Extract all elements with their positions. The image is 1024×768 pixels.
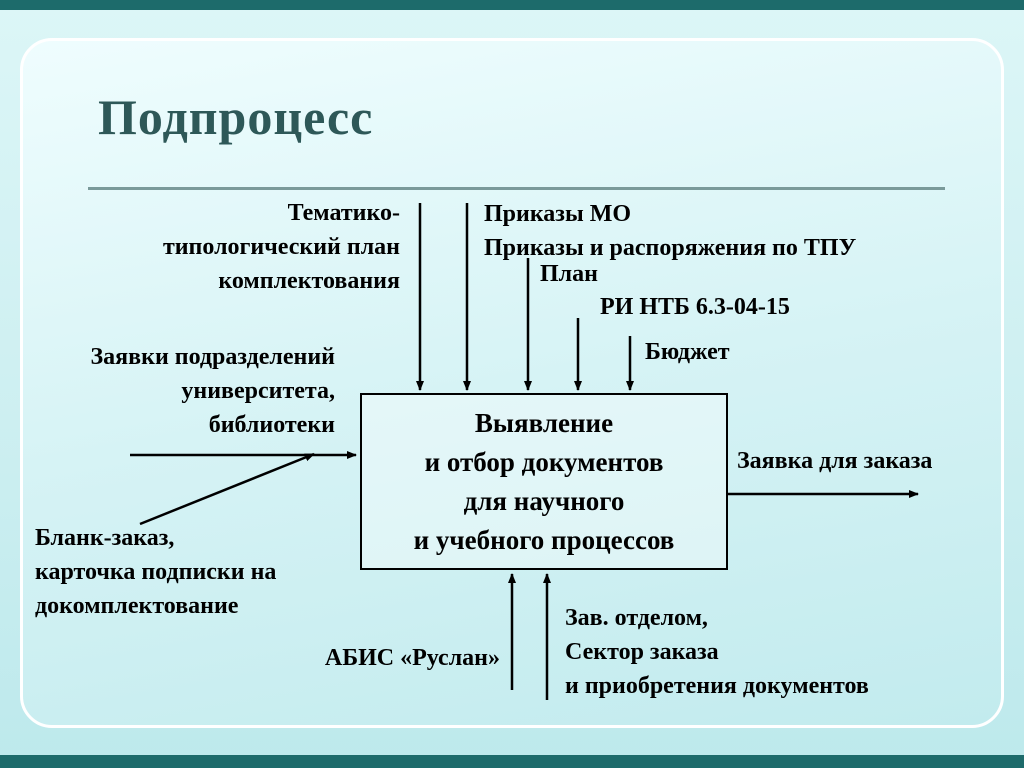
label-plan: План [540, 261, 598, 287]
label-blank-zakaz: Бланк-заказ, карточка подписки на докомп… [35, 525, 277, 619]
label-ri-ntb: РИ НТБ 6.3-04-15 [600, 294, 790, 320]
label-zayavka-zakaza: Заявка для заказа [737, 448, 933, 474]
label-tematiko-plan: Тематико- типологический план комплектов… [162, 200, 400, 294]
label-prikazy-mo: Приказы МО [484, 201, 632, 227]
page-title: Подпроцесс [98, 89, 374, 145]
label-budget: Бюджет [645, 339, 730, 365]
slide-bottom-edge [0, 755, 1024, 768]
label-abis-ruslan: АБИС «Руслан» [324, 645, 500, 671]
process-box-text: Выявление и отбор документов для научног… [413, 407, 675, 555]
title-divider [88, 187, 945, 190]
label-zav-otdelom: Зав. отделом, Сектор заказа и приобретен… [565, 605, 869, 699]
label-prikazy-tpu: Приказы и распоряжения по ТПУ [484, 235, 857, 261]
process-box: Выявление и отбор документов для научног… [360, 393, 728, 570]
slide-top-edge [0, 0, 1024, 10]
label-zayavki: Заявки подразделений университета, библи… [90, 344, 336, 438]
